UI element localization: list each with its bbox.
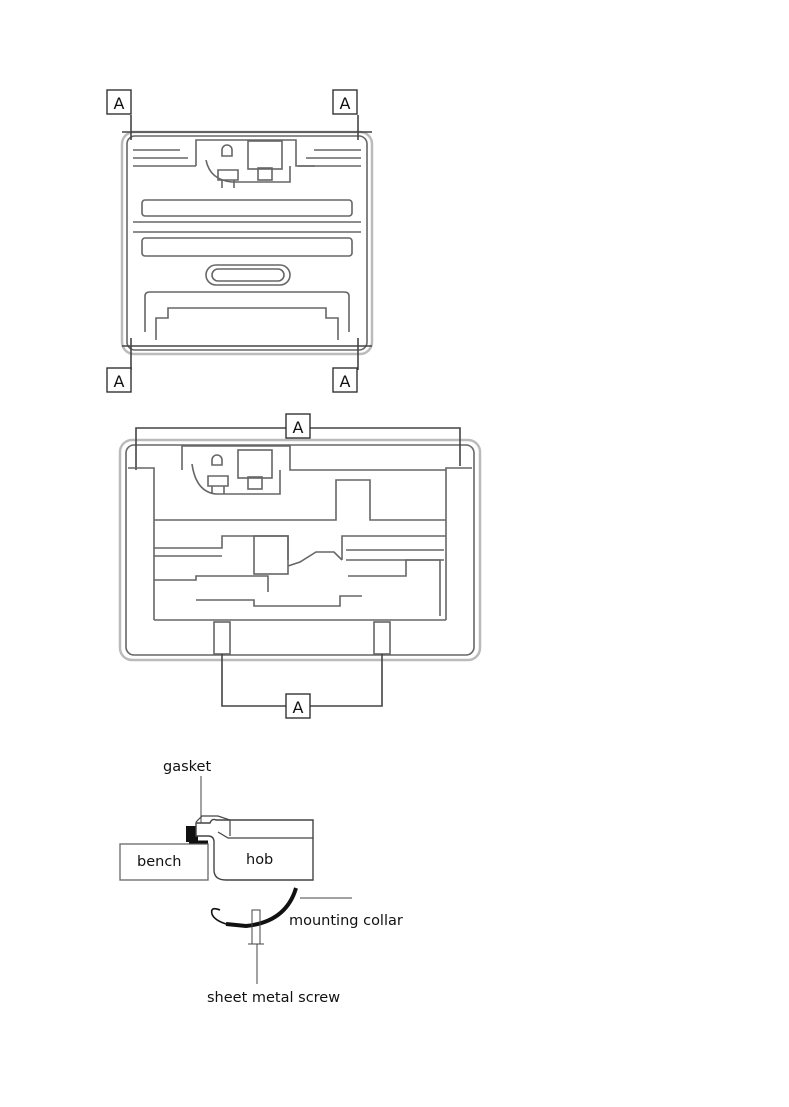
gasket-label: gasket — [163, 759, 211, 775]
zone-recess-upper — [154, 480, 446, 560]
hob-profile — [196, 819, 313, 880]
side-frames — [128, 468, 472, 620]
side-rail-right — [298, 150, 361, 166]
callout-letter: A — [293, 418, 304, 437]
callout-a-bottom-right: A — [333, 368, 357, 392]
bottom-recess — [145, 292, 349, 332]
callout-a-top-left: A — [107, 90, 131, 114]
callout-letter: A — [293, 698, 304, 717]
control-connector — [258, 168, 272, 180]
bottom-recess-inner — [156, 308, 338, 340]
callout-a-top-right: A — [333, 90, 357, 114]
channel-1 — [142, 200, 352, 216]
zone-recess-lower — [154, 560, 440, 616]
top-recess-inner — [192, 464, 280, 494]
installation-cross-section — [120, 776, 352, 984]
control-module — [238, 450, 272, 478]
zone-bridge — [288, 552, 342, 566]
hob-underside-view-2 — [120, 428, 480, 706]
terminal-block — [222, 145, 232, 156]
zone-lines — [154, 550, 444, 560]
oval-slot — [206, 265, 290, 285]
side-rail-left — [133, 150, 196, 166]
control-module — [248, 141, 282, 169]
callout-letter: A — [340, 372, 351, 391]
hob-label: hob — [246, 852, 273, 868]
bench-label: bench — [137, 854, 181, 870]
callout-letter: A — [114, 372, 125, 391]
mounting-collar-label: mounting collar — [289, 913, 403, 929]
zone-recess-bottom — [196, 596, 362, 606]
callout-a-middle-top: A — [286, 414, 310, 438]
callout-letter: A — [114, 94, 125, 113]
hob-underside-view-1 — [122, 115, 372, 370]
sheet-metal-screw-label: sheet metal screw — [207, 990, 340, 1006]
channel-2 — [133, 222, 361, 232]
collar-hook — [212, 909, 226, 924]
oval-slot-inner — [212, 269, 284, 281]
mounting-collar — [226, 888, 296, 926]
zone-block — [254, 536, 288, 574]
terminal-block — [212, 455, 222, 465]
top-recess — [196, 140, 315, 166]
terminal-connector — [208, 476, 228, 494]
foot-left — [214, 622, 230, 654]
callout-a-bottom-left: A — [107, 368, 131, 392]
foot-right — [374, 622, 390, 654]
channel-3 — [142, 238, 352, 256]
callout-a-middle-bottom: A — [286, 694, 310, 718]
callout-letter: A — [340, 94, 351, 113]
